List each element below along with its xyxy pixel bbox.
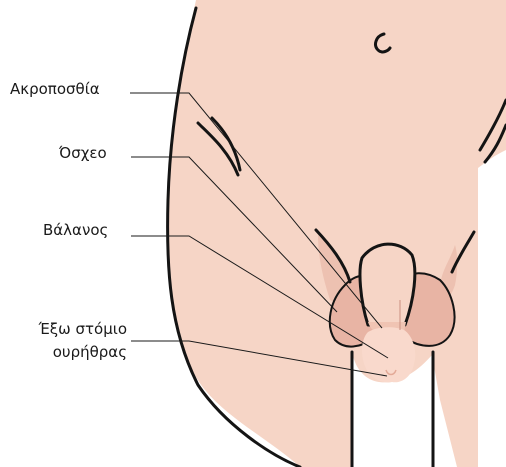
label-urethral-opening-line1: Έξω στόμιο — [22, 320, 127, 339]
torso-skin — [168, 0, 506, 467]
label-urethral-opening-line2: ουρήθρας — [22, 343, 127, 362]
label-glans: Βάλανος — [43, 221, 108, 240]
label-scrotum: Όσχεο — [59, 144, 107, 163]
penis-shaft — [360, 244, 415, 325]
label-foreskin: Ακροποσθία — [10, 80, 100, 99]
